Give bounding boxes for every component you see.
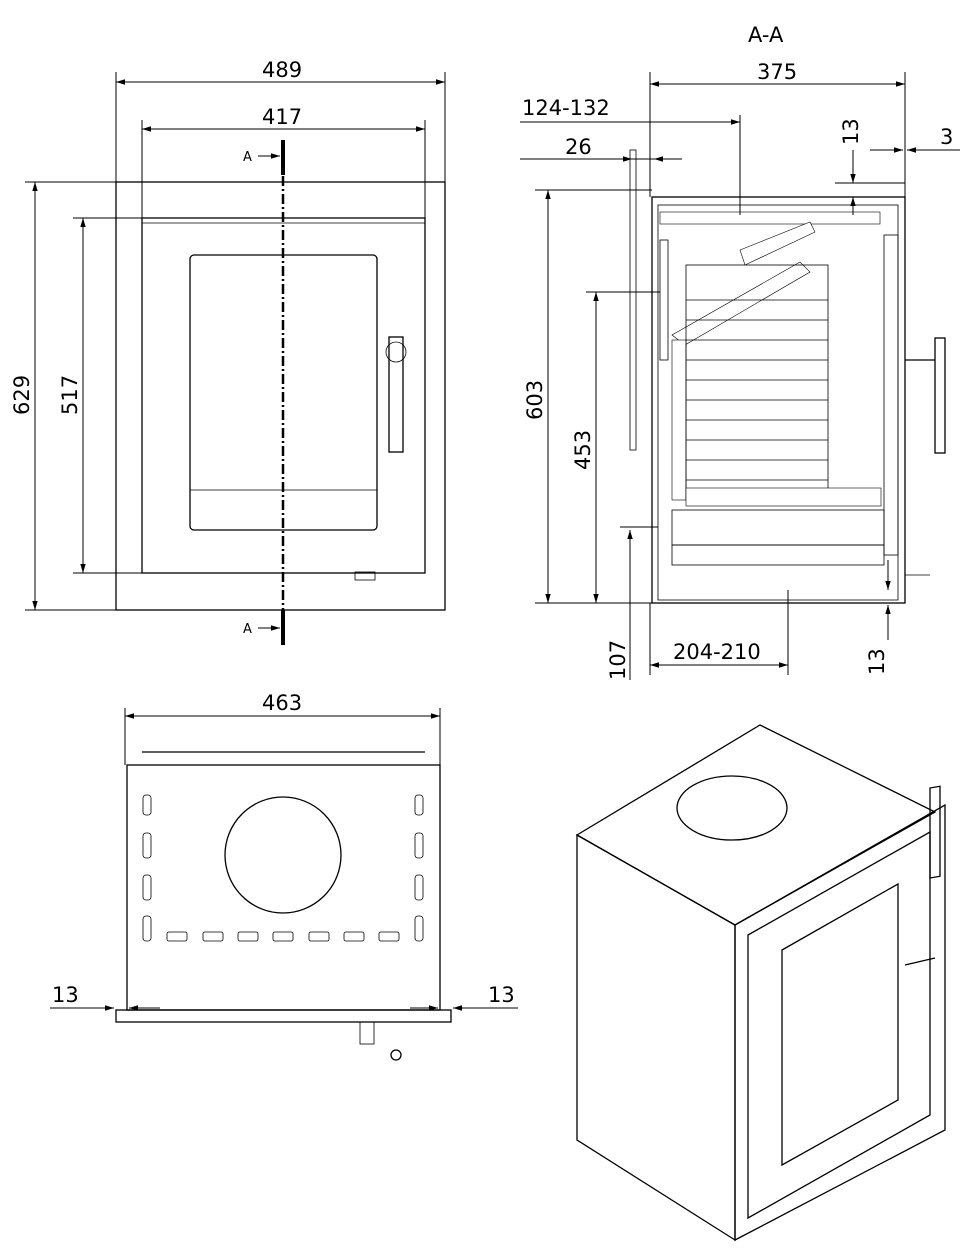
outer-frame [115, 181, 446, 611]
dim-top-width: 463 [262, 691, 302, 715]
iso-front-frame [734, 803, 946, 1242]
dim-height-inner: 517 [58, 375, 82, 415]
dim-width-outer: 489 [262, 58, 302, 82]
dim-height-base: 107 [606, 640, 630, 680]
iso-flue-opening [676, 775, 788, 841]
dim-rear-gap: 3 [940, 125, 953, 149]
dim-bottom-gap: 13 [865, 648, 889, 675]
iso-door [747, 830, 931, 1220]
dim-base-depth: 204-210 [673, 640, 761, 664]
dim-height-outer: 629 [10, 375, 34, 415]
top-view: 463 13 13 [50, 691, 518, 1061]
flue-opening [224, 796, 342, 914]
dim-top-gap: 13 [839, 118, 863, 145]
iso-side [576, 833, 736, 1242]
firebox-grate [685, 264, 829, 501]
dim-height-total: 603 [523, 380, 547, 420]
dim-right-gap: 13 [488, 983, 515, 1007]
dim-width-inner: 417 [262, 105, 302, 129]
front-view: A A 489 417 629 517 [10, 58, 446, 645]
isometric-view [575, 724, 946, 1242]
section-view: A-A 375 124-132 26 [520, 23, 960, 680]
iso-glass [781, 882, 899, 1167]
dim-depth: 375 [757, 60, 797, 84]
door-handle [388, 336, 404, 453]
section-title: A-A [748, 23, 784, 47]
dim-height-flue: 453 [571, 430, 595, 470]
dim-left-gap: 13 [52, 983, 79, 1007]
section-marker-bottom: A [243, 622, 252, 637]
dim-flue-offset: 124-132 [522, 96, 610, 120]
dim-front-offset: 26 [565, 135, 592, 159]
iso-top [575, 724, 937, 926]
section-marker-top: A [243, 150, 252, 165]
